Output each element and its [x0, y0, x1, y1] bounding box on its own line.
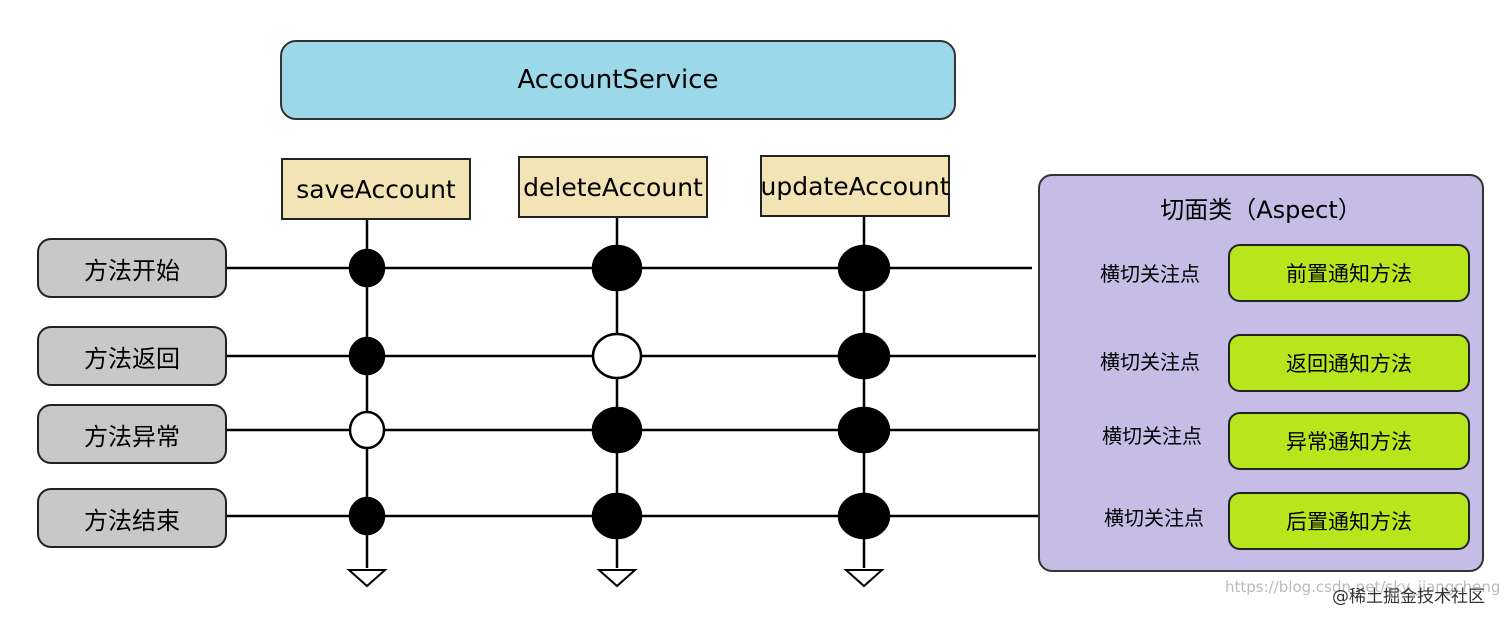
crosscut-label: 横切关注点 — [1100, 262, 1200, 286]
stage-method-exception: 方法异常 — [37, 404, 227, 464]
joinpoint-dot-empty — [348, 410, 386, 450]
joinpoint-dot — [348, 336, 386, 376]
method-save-account: saveAccount — [281, 158, 471, 220]
account-service-box: AccountService — [280, 40, 956, 120]
method-label: updateAccount — [760, 171, 950, 201]
crosscut-label: 横切关注点 — [1100, 350, 1200, 374]
joinpoint-dot — [348, 496, 386, 536]
stage-method-return: 方法返回 — [37, 326, 227, 386]
joinpoint-dot — [591, 492, 643, 540]
advice-label: 异常通知方法 — [1286, 430, 1412, 454]
stage-label: 方法异常 — [84, 422, 180, 451]
joinpoint-dot — [837, 406, 891, 454]
lifeline-end-arrow — [346, 569, 388, 588]
joinpoint-dot-empty — [591, 332, 643, 380]
joinpoint-dot — [837, 492, 891, 540]
method-delete-account: deleteAccount — [518, 156, 708, 218]
advice-after: 后置通知方法 — [1228, 492, 1470, 550]
advice-label: 后置通知方法 — [1286, 510, 1412, 534]
method-label: deleteAccount — [523, 172, 703, 202]
advice-after-returning: 返回通知方法 — [1228, 334, 1470, 392]
stage-method-end: 方法结束 — [37, 488, 227, 548]
lifeline-end-arrow — [596, 569, 638, 588]
joinpoint-dot — [837, 244, 891, 292]
watermark-brand: @稀土掘金技术社区 — [1332, 587, 1485, 607]
joinpoint-dot — [837, 332, 891, 380]
account-service-label: AccountService — [517, 65, 719, 95]
stage-method-start: 方法开始 — [37, 238, 227, 298]
method-update-account: updateAccount — [760, 155, 950, 217]
advice-before: 前置通知方法 — [1228, 244, 1470, 302]
advice-label: 前置通知方法 — [1286, 262, 1412, 286]
stage-label: 方法结束 — [84, 506, 180, 535]
aspect-title: 切面类（Aspect） — [1160, 196, 1362, 224]
joinpoint-dot — [591, 406, 643, 454]
crosscut-label: 横切关注点 — [1104, 506, 1204, 530]
crosscut-label: 横切关注点 — [1102, 424, 1202, 448]
watermark-url: https://blog.csdn.net/sky_jiangcheng — [1225, 578, 1501, 596]
joinpoint-dot — [348, 248, 386, 288]
joinpoint-dot — [591, 244, 643, 292]
stage-label: 方法返回 — [84, 344, 180, 373]
advice-label: 返回通知方法 — [1286, 352, 1412, 376]
method-label: saveAccount — [296, 174, 456, 204]
lifeline-end-arrow — [843, 569, 885, 588]
stage-label: 方法开始 — [84, 256, 180, 285]
advice-after-throwing: 异常通知方法 — [1228, 412, 1470, 470]
